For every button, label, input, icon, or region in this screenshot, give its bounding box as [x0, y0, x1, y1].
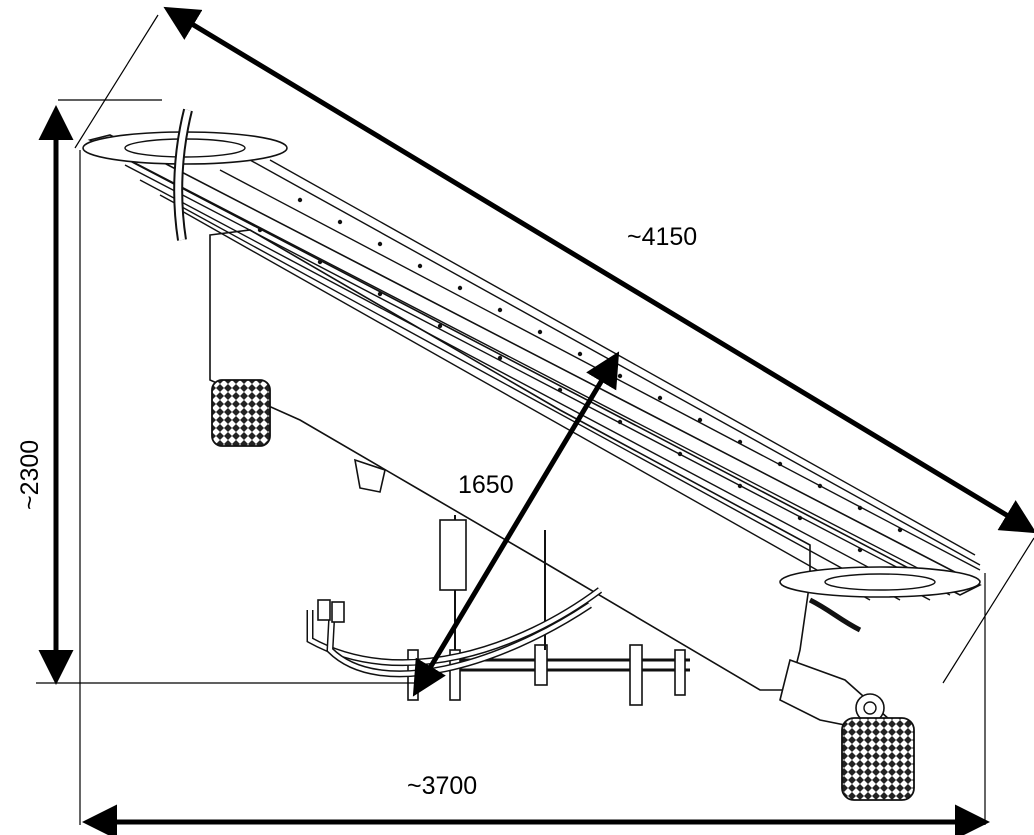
diagonal-dimension-line: [412, 351, 620, 697]
left-wheel: [211, 379, 271, 447]
height-label: ~2300: [16, 440, 44, 510]
rake-machine-illustration: [82, 108, 982, 801]
extension-lines: [36, 14, 1034, 825]
right-wheel: [841, 717, 915, 801]
bottom-rotor-disc: [779, 566, 981, 598]
length-label: ~4150: [627, 223, 697, 251]
length-dimension-line: [163, 6, 1034, 534]
width-label: ~3700: [407, 772, 477, 800]
right-fittings: [808, 597, 862, 633]
diagonal-label: 1650: [458, 471, 514, 499]
